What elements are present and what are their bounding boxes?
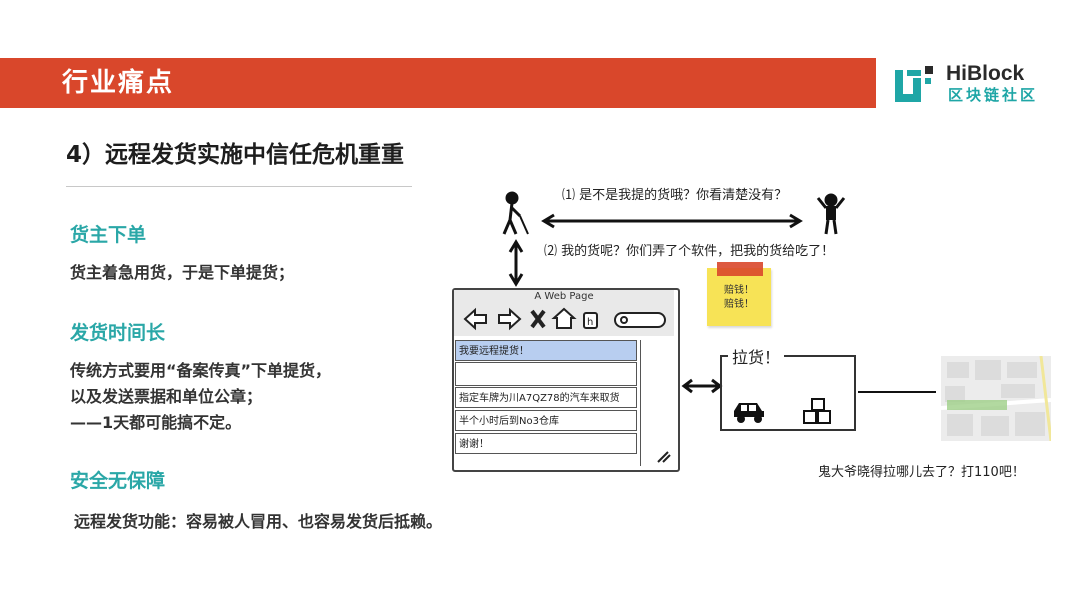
section-body-order: 货主着急用货，于是下单提货； [70,263,295,282]
person-with-cane-icon [502,191,529,235]
forward-arrow-icon [498,307,522,331]
note-tape [717,262,763,276]
speech-2: ⑵ 我的货呢？你们弄了个软件，把我的货给吃了！ [544,244,835,259]
bottom-caption: 鬼大爷晓得拉哪儿去了？打110吧！ [818,465,1025,480]
car-icon [734,403,764,423]
close-x-icon [530,309,546,329]
divider [66,186,412,187]
hiblock-logo-icon [895,66,933,102]
pickup-label-bg [728,346,784,364]
browser-toolbar: h [463,307,666,331]
section-body-time-3: ——1天都可能搞不定。 [70,413,242,432]
section-body-security: 远程发货功能：容易被人冒用、也容易发货后抵赖。 [74,512,443,531]
browser-row-3: 指定车牌为川A7QZ78的汽车来取货 [455,387,637,408]
person-arms-up-icon [816,193,846,235]
home-icon [551,307,577,329]
page-title: 行业痛点 [62,68,175,98]
sticky-note: 赔钱！ 赔钱！ [707,268,771,326]
browser-row-1: 我要远程提货！ [455,340,637,361]
browser-row-5: 谢谢！ [455,433,637,454]
section-body-time-1: 传统方式要用“备案传真”下单提货， [70,361,332,380]
back-arrow-icon [463,307,487,331]
svg-text:h: h [587,317,593,328]
pickup-icons [734,398,831,424]
logo-subtitle: 区块链社区 [948,86,1039,104]
double-arrow-vertical [508,239,524,287]
browser-row-4: 半个小时后到No3仓库 [455,410,637,431]
resize-handle-icon [657,451,671,463]
browser-row-2 [455,362,637,386]
browser-scrollbar [640,340,675,466]
section-body-time-2: 以及发送票据和单位公章； [70,387,263,406]
search-icon [614,312,666,328]
section-heading-order: 货主下单 [70,224,147,246]
browser-title: A Web Page [534,291,594,302]
note-line-1: 赔钱！ [724,285,754,296]
section-heading-security: 安全无保障 [70,470,166,492]
pickup-box [720,355,856,431]
note-line-2: 赔钱！ [724,299,754,310]
section-heading-time: 发货时间长 [70,322,166,344]
map-thumbnail [941,356,1051,441]
double-arrow-horizontal [541,213,803,229]
logo-text: HiBlock [946,62,1025,85]
boxes-icon [803,398,831,424]
h-box-icon: h [583,312,598,329]
speech-1: ⑴ 是不是我提的货哦？你看清楚没有？ [562,188,788,203]
header-bar [0,58,876,108]
pickup-label: 拉货！ [732,348,781,367]
double-arrow-browser-box [681,378,723,394]
slide-subtitle: 4）远程发货实施中信任危机重重 [66,142,405,168]
